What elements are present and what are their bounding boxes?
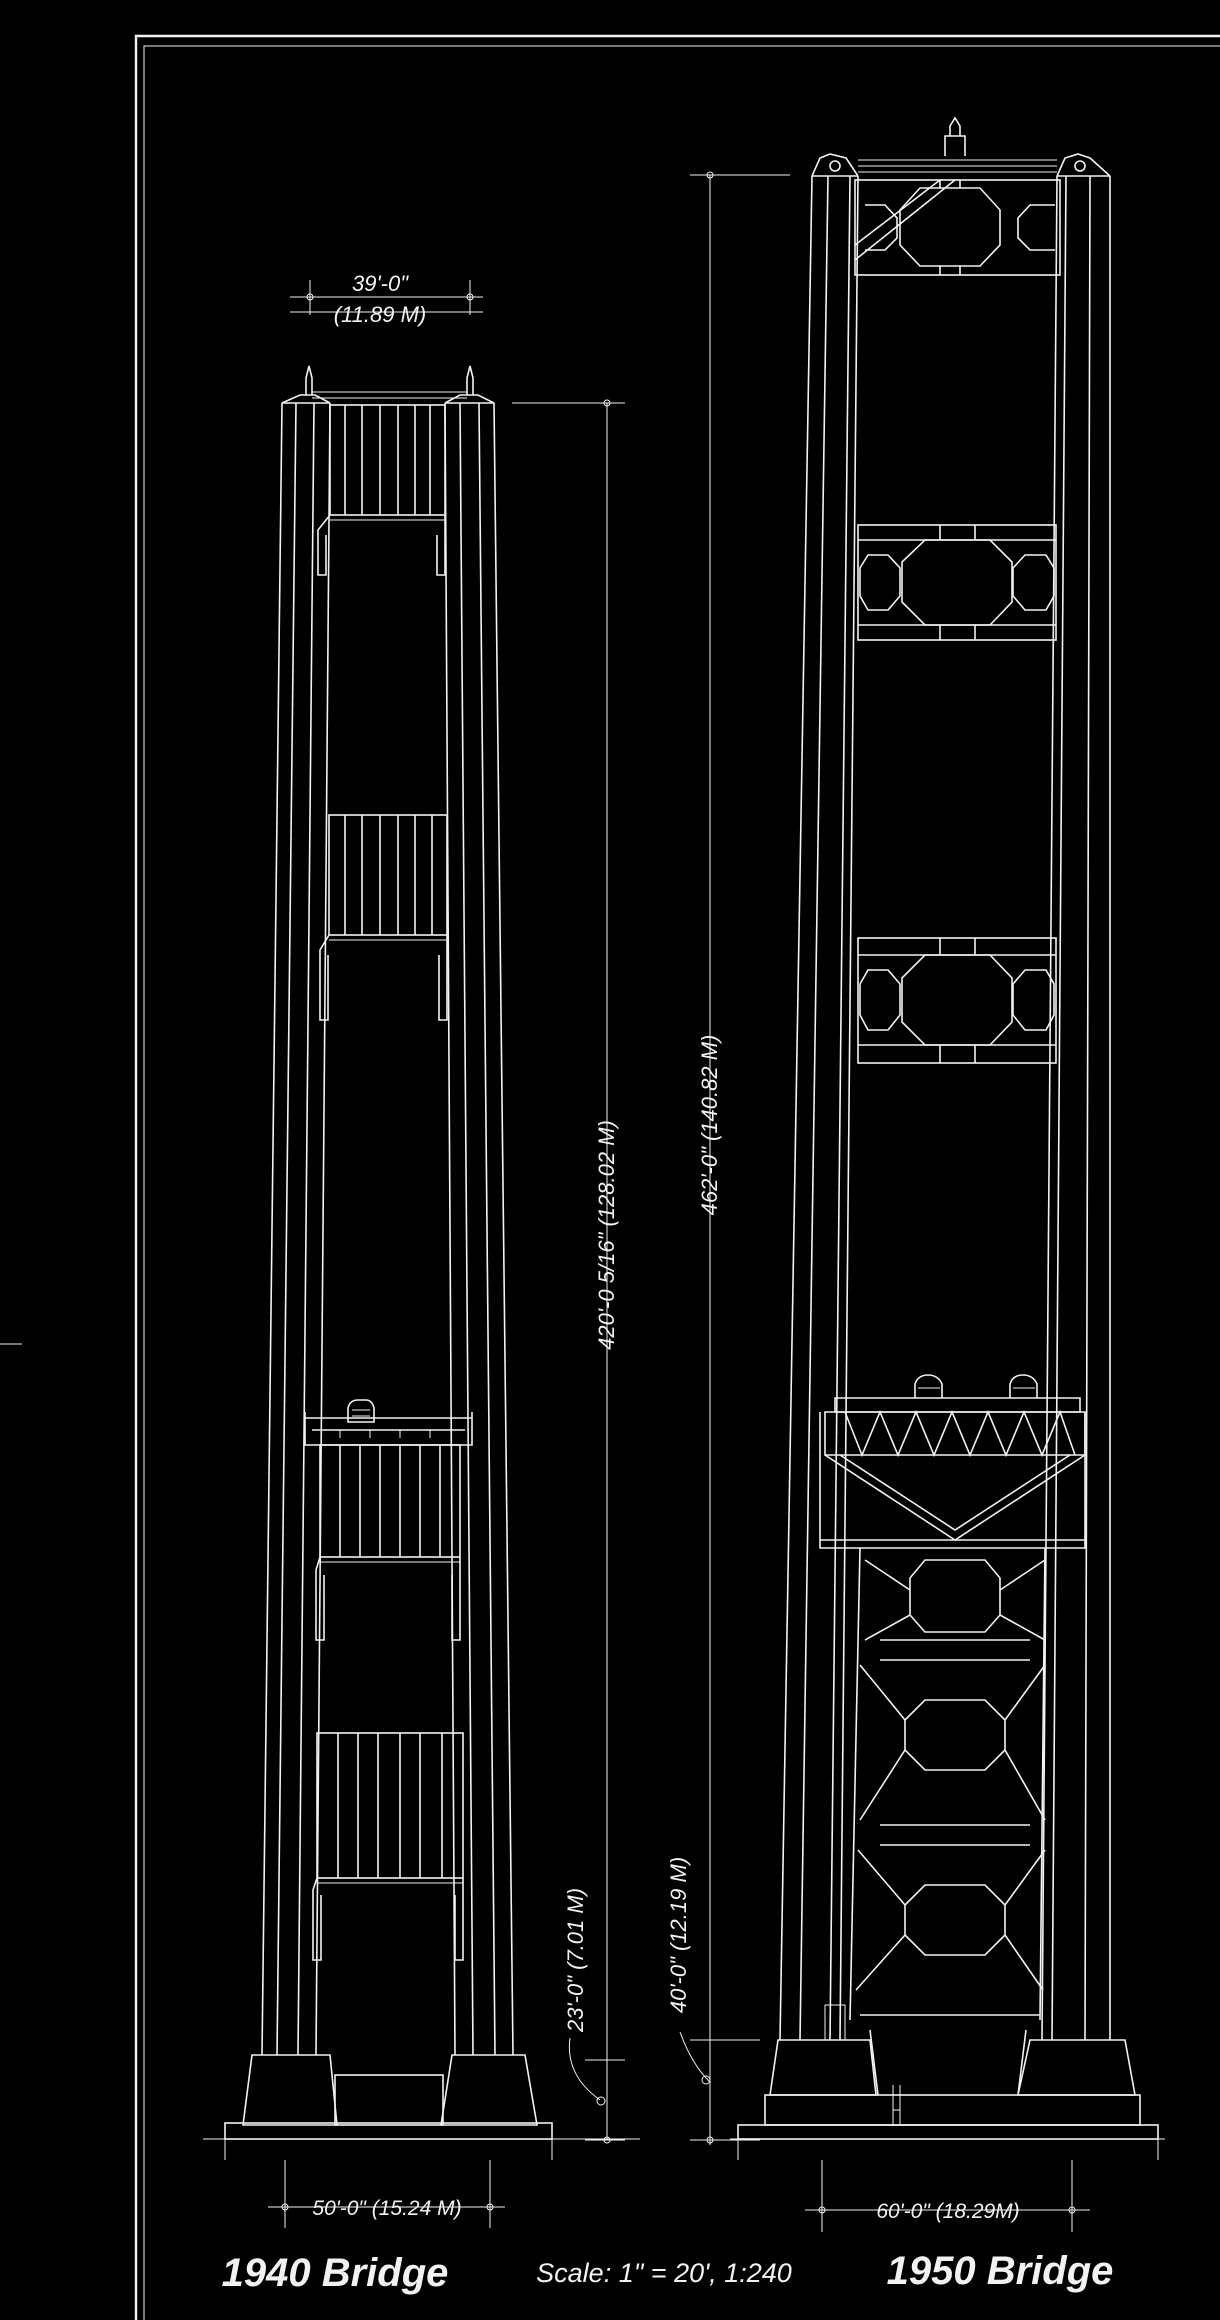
tower-1940-deck — [304, 1399, 473, 1446]
tower-1940 — [203, 365, 640, 2160]
tower-1950-left-leg — [779, 175, 859, 2041]
pier-1940-label: 23'-0" (7.01 M) — [563, 1888, 588, 2033]
tower-1940-strut-2 — [319, 814, 448, 1021]
tower-1940-top-cap — [281, 365, 495, 404]
title-1950-bridge: 1950 Bridge — [887, 2249, 1114, 2293]
tower-1950-lattice-1 — [854, 179, 1061, 276]
title-1940-bridge: 1940 Bridge — [222, 2251, 449, 2295]
pier-1950-label: 40'-0" (12.19 M) — [666, 1857, 691, 2013]
sheet-border — [0, 34, 1220, 2320]
tower-1950-top-cap — [811, 116, 1111, 177]
top-width-1940-ft: 39'-0" — [352, 271, 409, 296]
tower-1950 — [730, 116, 1165, 2160]
base-1950-label: 60'-0" (18.29M) — [876, 2200, 1019, 2223]
tower-1940-strut-1 — [317, 404, 446, 576]
tower-1940-strut-3 — [315, 1444, 461, 1641]
tower-1950-lattice-3 — [857, 937, 1057, 1064]
scale-label: Scale: 1" = 20', 1:240 — [536, 2258, 792, 2288]
height-1950-label: 462'-0" (140.82 M) — [697, 1035, 722, 1216]
tower-1940-left-leg — [261, 402, 331, 2056]
dimensions — [268, 171, 1090, 2232]
tower-1940-pier — [203, 2054, 640, 2160]
tower-1940-strut-4 — [312, 1732, 464, 1961]
tower-1950-lower-lattice — [849, 1547, 1046, 2021]
tower-1950-right-leg — [1041, 175, 1111, 2041]
top-width-1940-m: (11.89 M) — [334, 302, 427, 327]
tower-1950-lattice-2 — [857, 524, 1057, 641]
height-1940-label: 420'-0 5/16" (128.02 M) — [594, 1120, 619, 1350]
tower-1950-deck — [819, 1374, 1086, 1549]
base-1940-label: 50'-0" (15.24 M) — [312, 2197, 461, 2220]
tower-1950-pier — [730, 2029, 1165, 2160]
tower-1940-right-leg — [444, 402, 514, 2056]
